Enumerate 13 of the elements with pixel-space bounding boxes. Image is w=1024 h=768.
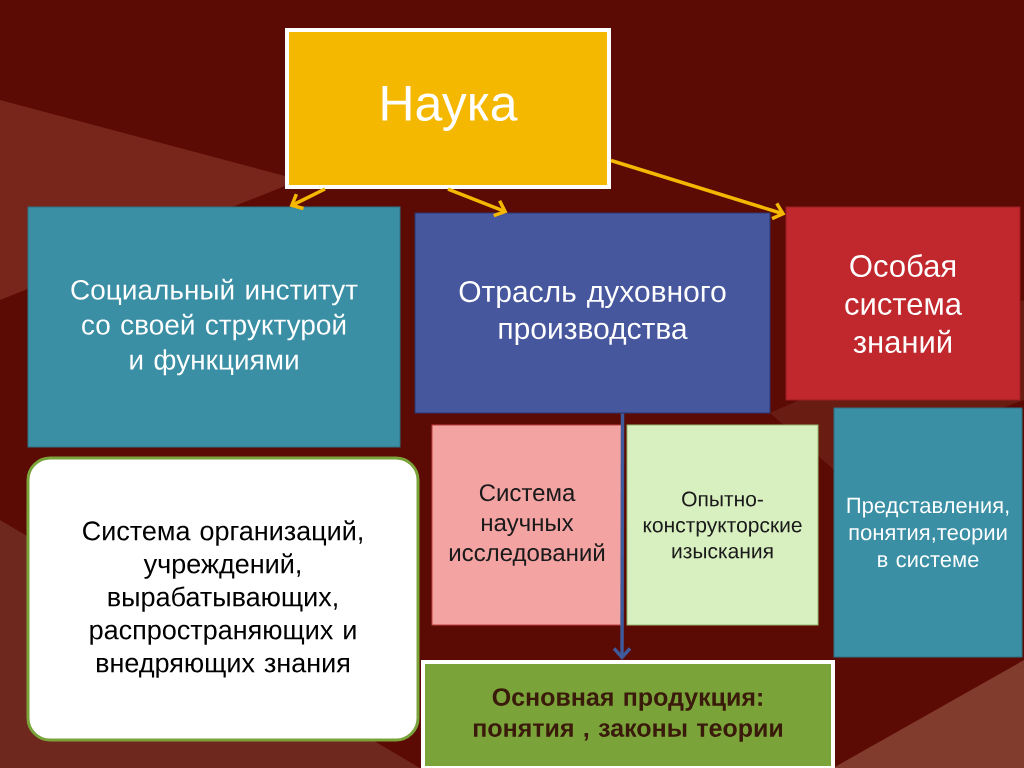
text-box: Социальный институт со своей структурой и функциями — [27, 206, 401, 448]
text-box: Опытно-конструкторские изыскания — [626, 424, 819, 626]
text-box: Особая система знаний — [785, 206, 1021, 401]
arrow — [447, 187, 508, 218]
text-box: Отрасль духовного производства — [414, 212, 771, 414]
text-box: Система научных исследований — [431, 424, 623, 626]
arrow — [612, 413, 632, 660]
rounded-box: Система организаций,учреждений,вырабатывающих,распространяющих и внедряющих знания — [26, 456, 420, 742]
text-box: Основная продукция: понятия , законы теории — [421, 660, 835, 768]
title-box: Наука — [285, 28, 611, 189]
text-box: Представления,понятия,теории в системе — [833, 407, 1023, 658]
arrow — [289, 187, 326, 211]
arrow — [610, 158, 786, 221]
